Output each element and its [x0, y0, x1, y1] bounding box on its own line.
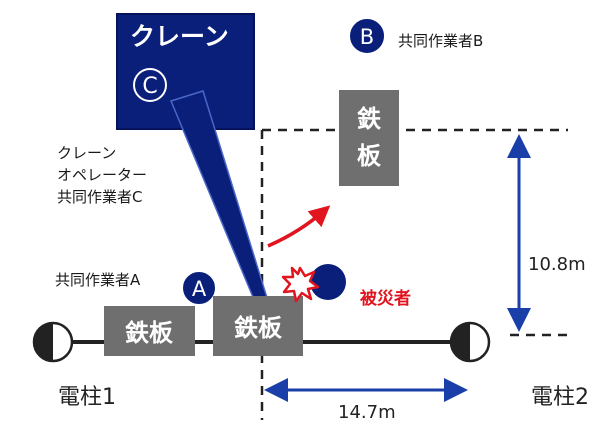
collision-burst-icon: [281, 266, 320, 303]
horizontal-dimension-label: 14.7m: [338, 402, 396, 423]
upper-plate-char-1: 鉄: [357, 105, 381, 133]
worker-a-circle: [181, 270, 217, 306]
pole-2-icon: [449, 321, 491, 363]
curved-arrow-icon: [267, 205, 331, 248]
pole-2-label: 電柱2: [531, 385, 589, 410]
victim-label: 被災者: [360, 288, 411, 309]
worker-b-label: 共同作業者B: [398, 32, 483, 50]
worker-c-line-1: クレーン: [57, 144, 116, 162]
worker-c-line-2: オペレーター: [57, 166, 147, 184]
victim-circle: [310, 264, 346, 300]
center-steel-plate: [213, 296, 303, 356]
worker-a-mark: A: [192, 277, 207, 301]
upper-steel-plate: [339, 90, 399, 186]
upper-plate-char-2: 板: [357, 142, 382, 170]
operator-c-mark: C: [142, 74, 157, 99]
vertical-dimension-label: 10.8m: [528, 254, 586, 275]
left-plate-label: 鉄板: [125, 319, 174, 347]
worker-c-line-3: 共同作業者C: [57, 188, 142, 206]
left-steel-plate: [104, 306, 195, 356]
pole-1-label: 電柱1: [58, 385, 116, 410]
worker-b-mark: B: [360, 25, 374, 49]
center-plate-label: 鉄板: [234, 314, 283, 342]
pole-1-icon: [32, 321, 74, 363]
crane-label: クレーン: [130, 22, 229, 51]
worker-b-circle: [348, 17, 386, 55]
operator-c-circle: [133, 68, 167, 102]
worker-a-label: 共同作業者A: [55, 271, 141, 289]
